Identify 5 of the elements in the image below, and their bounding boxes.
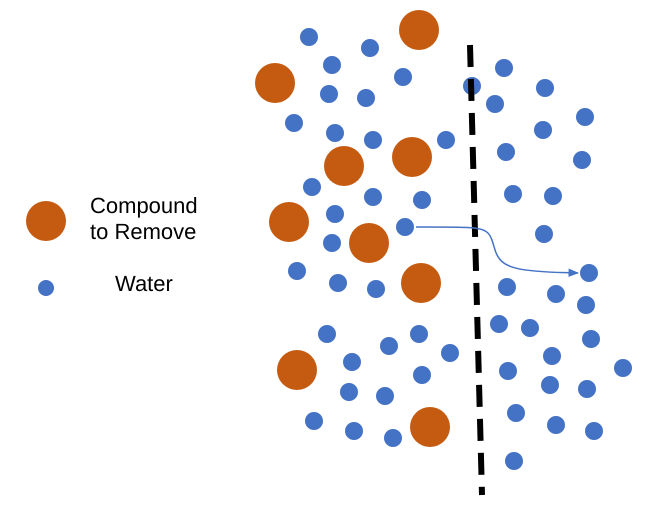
water-molecule	[580, 264, 598, 282]
legend-label: Compound to Remove	[90, 193, 199, 246]
arrow	[416, 226, 580, 277]
water-molecule	[396, 218, 414, 236]
legend-label: Water	[115, 271, 174, 298]
